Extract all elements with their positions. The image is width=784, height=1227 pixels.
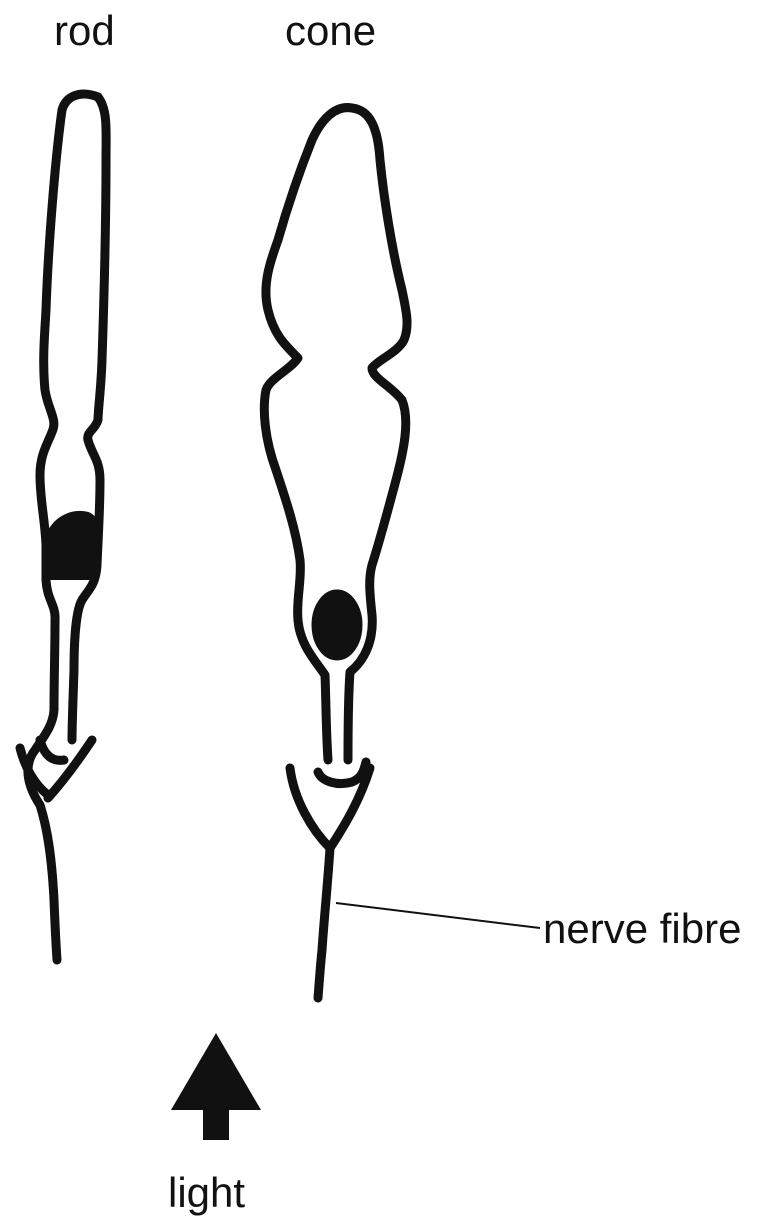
rod-synapse-inner	[40, 740, 64, 760]
rod-outline-right	[72, 97, 106, 740]
cone-outer-segment	[264, 108, 352, 760]
cone-synapse-loop	[318, 762, 366, 784]
arrow-up-icon	[171, 1033, 261, 1140]
nerve-fibre-leader-line	[336, 903, 540, 928]
cone-nucleus	[313, 591, 361, 659]
cone-nerve-fibre	[318, 848, 330, 998]
rod-synapse-right	[48, 740, 92, 798]
cone-cell	[264, 108, 407, 998]
cone-right-outline	[348, 108, 407, 760]
cone-label: cone	[285, 10, 376, 52]
nerve-fibre-label: nerve fibre	[543, 908, 741, 950]
rod-label: rod	[54, 10, 115, 52]
light-label: light	[168, 1172, 245, 1214]
rod-nucleus	[48, 513, 99, 578]
